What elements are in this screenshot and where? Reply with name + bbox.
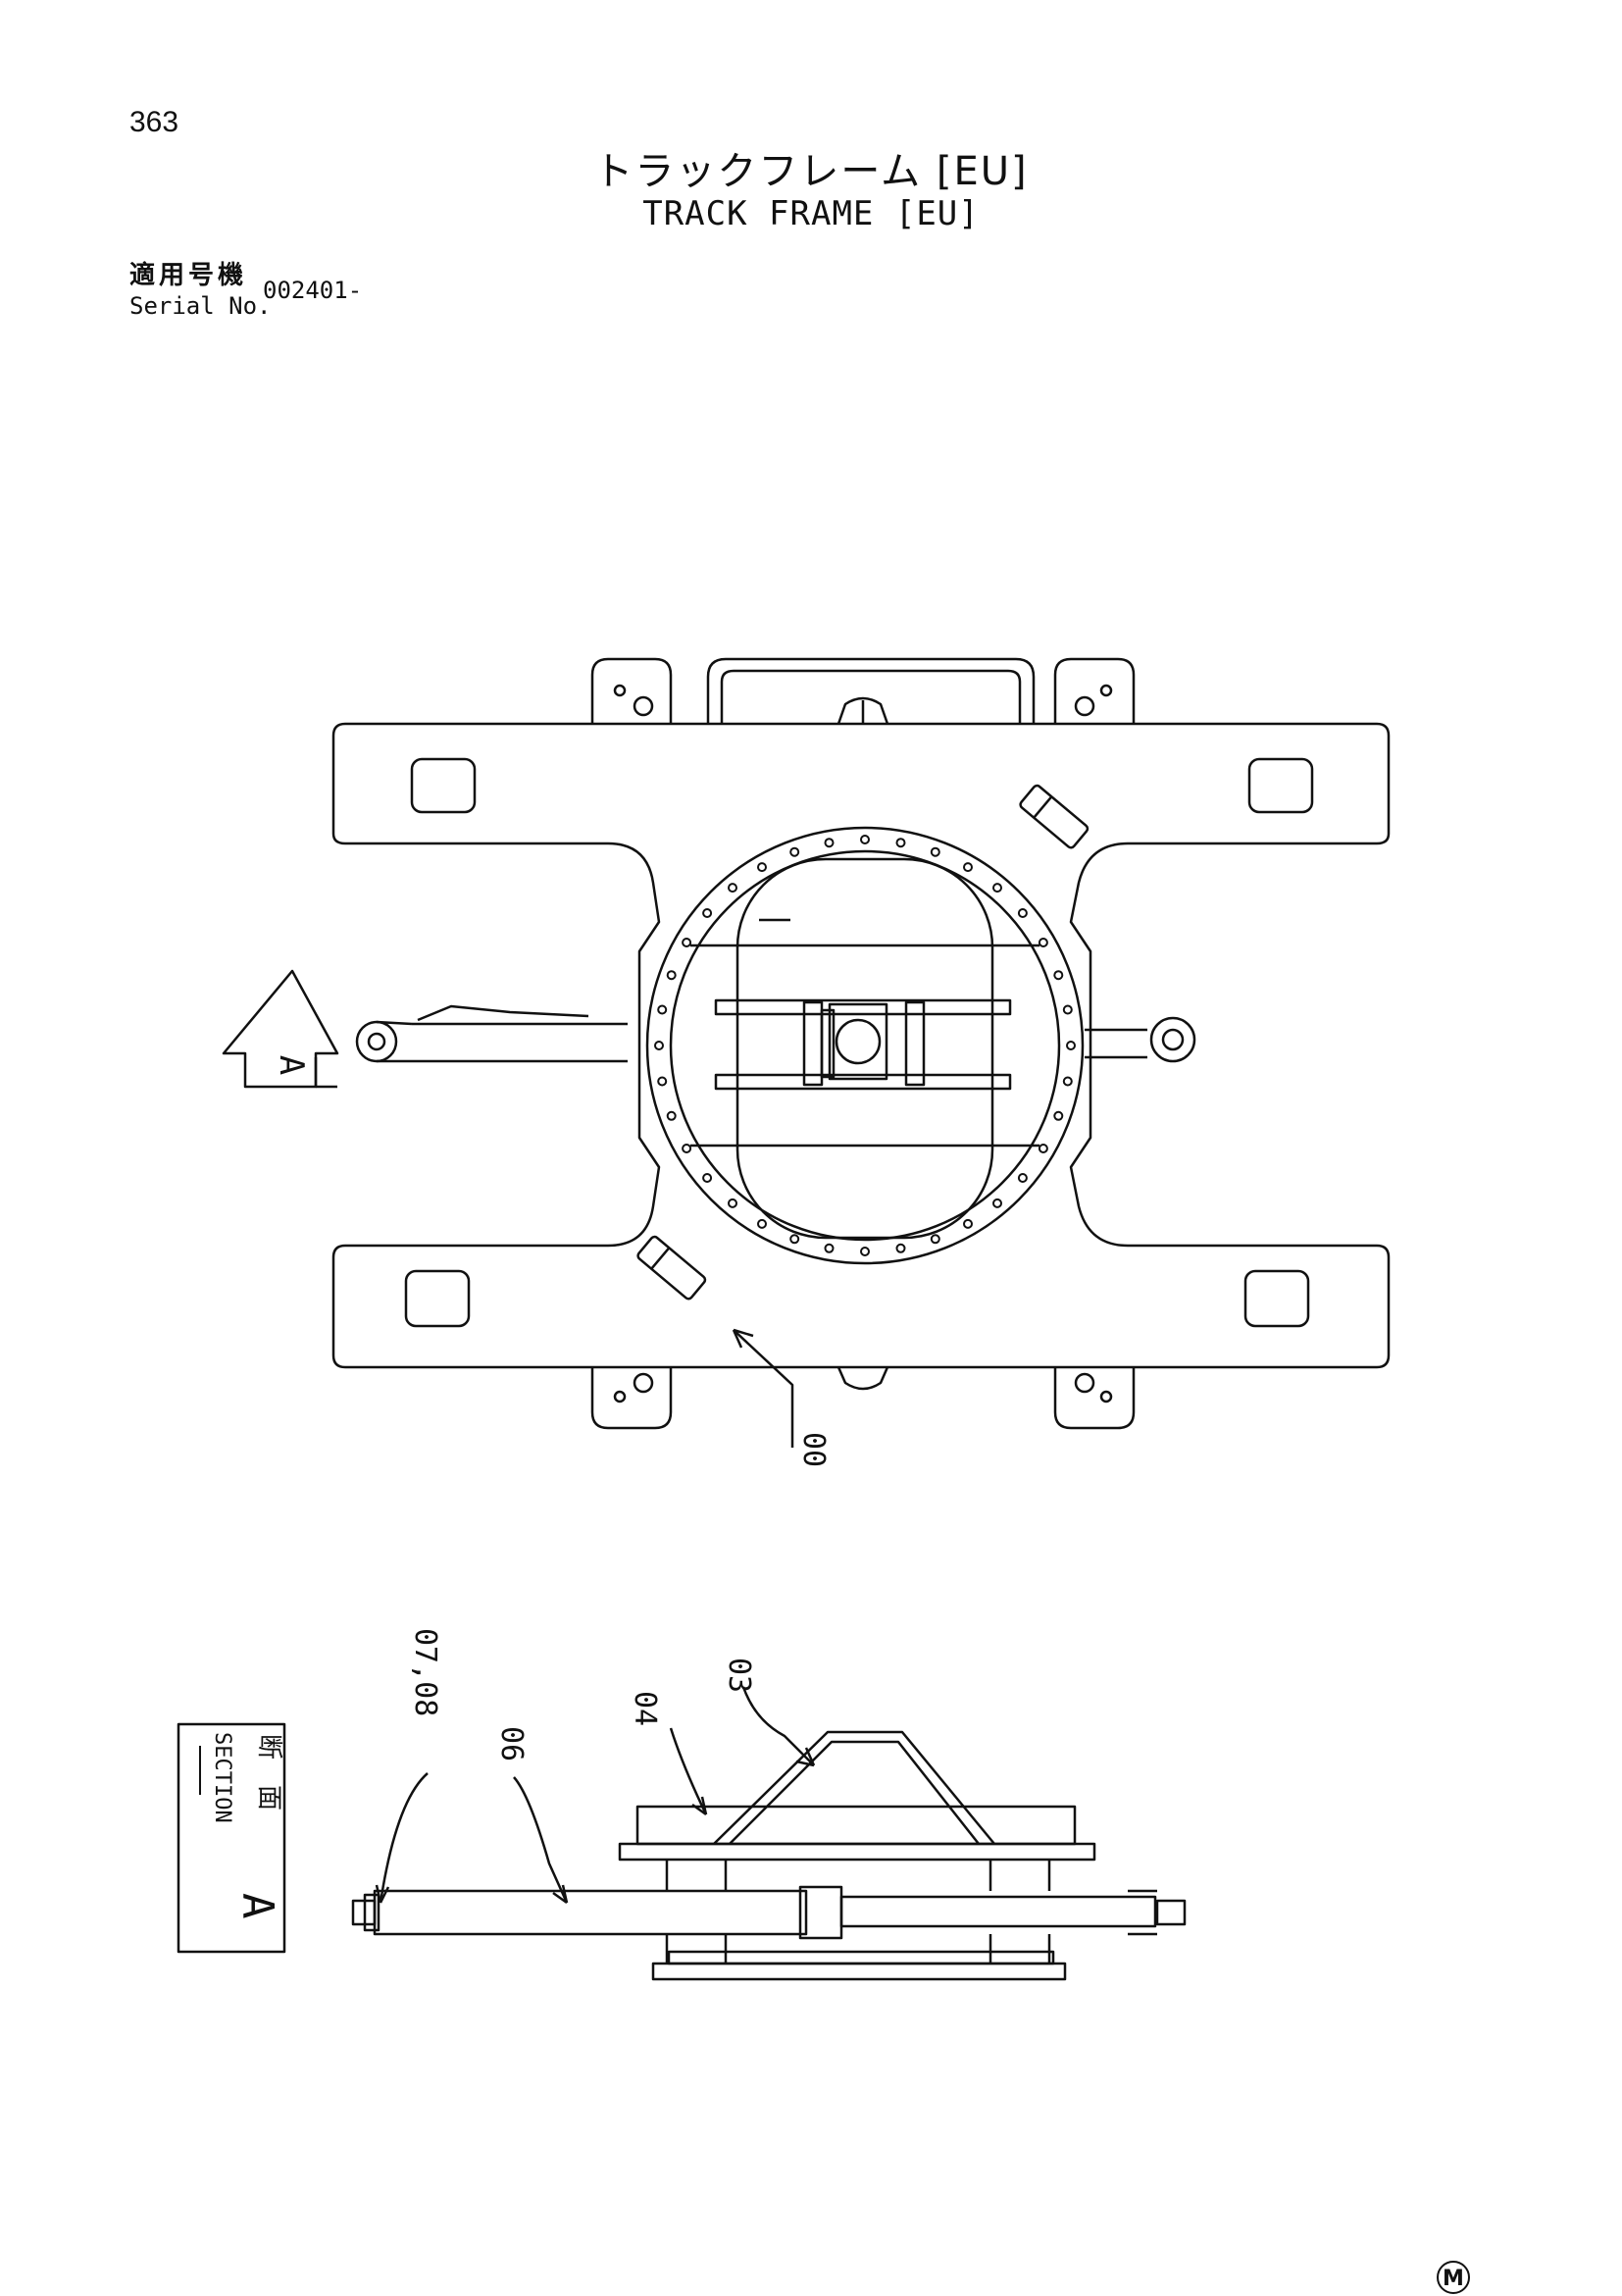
ring-bolt-hole bbox=[895, 838, 906, 848]
page-title-japanese: トラックフレーム [EU] bbox=[593, 149, 1029, 194]
serial-number-value: 002401- bbox=[263, 277, 363, 304]
ring-bolt-hole bbox=[789, 1234, 800, 1245]
ring-bolt-hole bbox=[1066, 1041, 1076, 1050]
ring-bolt-hole bbox=[757, 862, 767, 873]
ring-bolt-hole bbox=[654, 1041, 664, 1050]
serial-label-english: Serial No. bbox=[129, 292, 272, 320]
callout-leader-04 bbox=[669, 1727, 708, 1815]
page-number: 363 bbox=[129, 106, 179, 138]
ring-bolt-hole bbox=[682, 1144, 692, 1153]
ring-bolt-hole bbox=[963, 1218, 973, 1229]
ring-bolt-hole bbox=[824, 1243, 835, 1253]
manufacturer-mark: M bbox=[1437, 2261, 1470, 2294]
view-arrow-letter: A bbox=[272, 1055, 311, 1075]
ring-bolt-hole bbox=[930, 1234, 940, 1245]
callout-label-00: 00 bbox=[796, 1432, 831, 1467]
ring-bolt-hole bbox=[1017, 908, 1028, 918]
ring-bolt-hole bbox=[930, 846, 940, 857]
serial-label-japanese: 適用号機 bbox=[129, 261, 248, 290]
callout-label-03: 03 bbox=[722, 1658, 756, 1693]
callout-leader-07-08 bbox=[379, 1772, 429, 1904]
ring-bolt-hole bbox=[789, 846, 800, 857]
callout-leader-00 bbox=[733, 1329, 794, 1448]
ring-bolt-hole bbox=[860, 835, 870, 844]
ring-bolt-hole bbox=[702, 1173, 713, 1183]
view-arrow bbox=[222, 969, 339, 1089]
ring-bolt-hole bbox=[1038, 1144, 1048, 1153]
callout-label-04: 04 bbox=[628, 1691, 662, 1726]
ring-bolt-hole bbox=[1062, 1004, 1073, 1015]
ring-bolt-hole bbox=[992, 883, 1002, 893]
ring-bolt-hole bbox=[1062, 1076, 1073, 1087]
ring-bolt-hole bbox=[666, 970, 677, 981]
ring-bolt-hole bbox=[992, 1198, 1002, 1208]
ring-bolt-hole bbox=[682, 938, 692, 947]
ring-bolt-hole bbox=[860, 1247, 870, 1256]
section-label-japanese: 断 面 bbox=[254, 1734, 283, 1811]
ring-bolt-hole bbox=[657, 1004, 668, 1015]
ring-bolt-hole bbox=[1053, 1110, 1064, 1121]
ring-bolt-hole bbox=[963, 862, 973, 873]
callout-leader-06 bbox=[513, 1776, 569, 1904]
ring-bolt-hole bbox=[657, 1076, 668, 1087]
ring-bolt-hole bbox=[757, 1218, 767, 1229]
section-label-english: SECTION bbox=[210, 1732, 234, 1823]
callout-leader-03 bbox=[741, 1686, 815, 1766]
ring-bolt-hole bbox=[1053, 970, 1064, 981]
track-frame-top-view bbox=[222, 657, 1391, 1448]
ring-bolt-hole bbox=[895, 1243, 906, 1253]
ring-bolt-hole bbox=[728, 1198, 737, 1208]
ring-bolt-hole bbox=[1017, 1173, 1028, 1183]
callout-label-06: 06 bbox=[494, 1726, 529, 1761]
section-a-view bbox=[177, 1686, 1187, 1981]
callout-label-07-08: 07,08 bbox=[408, 1628, 442, 1716]
ring-bolt-hole bbox=[702, 908, 713, 918]
ring-bolt-hole bbox=[728, 883, 737, 893]
section-letter: A bbox=[232, 1893, 282, 1919]
ring-bolt-hole bbox=[824, 838, 835, 848]
ring-bolt-hole bbox=[666, 1110, 677, 1121]
ring-bolt-hole bbox=[1038, 938, 1048, 947]
page-title-english: TRACK FRAME [EU] bbox=[642, 194, 980, 233]
